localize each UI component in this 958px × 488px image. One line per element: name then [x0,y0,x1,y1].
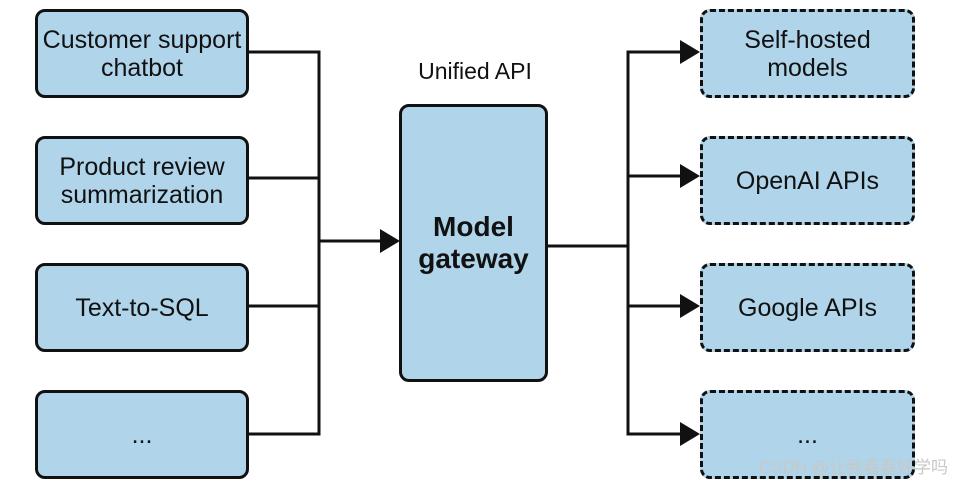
unified-api-label: Unified API [418,58,532,84]
client-box-customer-support: Customer support chatbot [35,9,249,98]
provider-1-arrowhead [680,40,700,64]
client-label: Customer support chatbot [42,25,242,82]
gateway-label: Model gateway [418,211,529,274]
provider-4-arrowhead [680,422,700,446]
provider-label: Google APIs [738,293,877,322]
provider-box-google: Google APIs [700,263,915,352]
client-box-text-to-sql: Text-to-SQL [35,263,249,352]
provider-box-openai: OpenAI APIs [700,136,915,225]
to-gateway-arrowhead [380,229,400,253]
client-box-more: ... [35,390,249,479]
client-label: Product review summarization [59,152,225,209]
model-gateway-box: Model gateway [399,104,548,382]
watermark-text: CSDN @让我看看好学吗 [758,458,948,477]
provider-label: Self-hosted models [744,25,871,82]
client-box-product-review: Product review summarization [35,136,249,225]
client-label: Text-to-SQL [75,293,209,322]
client-label: ... [131,420,153,449]
provider-3-arrowhead [680,294,700,318]
provider-box-self-hosted: Self-hosted models [700,9,915,98]
provider-label: ... [797,420,818,449]
provider-box-more: ... [700,390,915,479]
provider-2-arrowhead [680,164,700,188]
provider-label: OpenAI APIs [735,166,880,195]
